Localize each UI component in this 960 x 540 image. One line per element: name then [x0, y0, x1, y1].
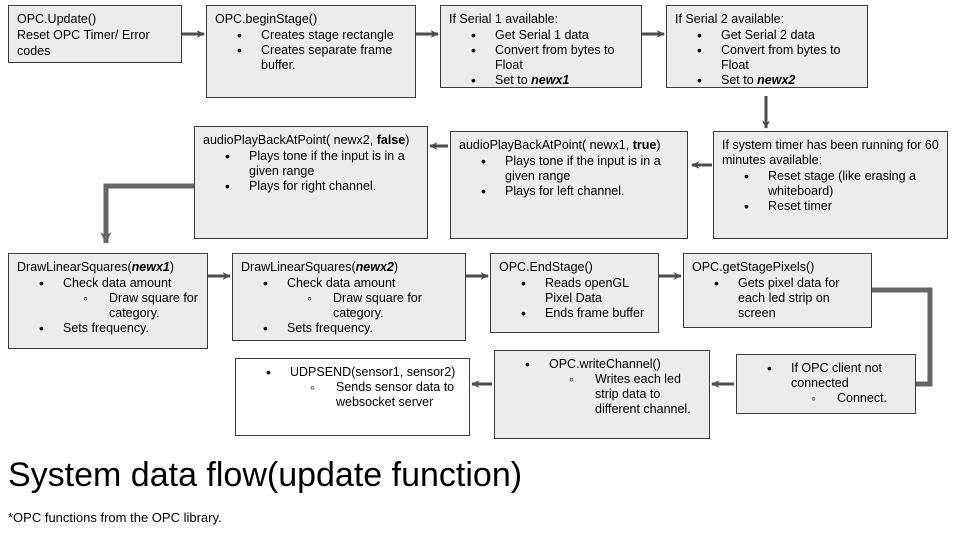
list-item: Plays tone if the input is in a given ra…: [459, 153, 680, 184]
draw1-header-post: ): [169, 260, 175, 274]
node-get-stage-pixels[interactable]: OPC.getStagePixels() Gets pixel data for…: [683, 253, 872, 328]
get-stage-pixels-bullets: Gets pixel data for each led strip on sc…: [692, 275, 864, 321]
list-item: Creates separate frame buffer.: [215, 42, 408, 73]
audio-right-bullets: Plays tone if the input is in a given ra…: [203, 148, 420, 194]
begin-stage-header: OPC.beginStage(): [215, 12, 318, 26]
opc-client-subbullets: Connect.: [791, 390, 908, 406]
list-item: Plays for left channel.: [459, 183, 680, 199]
audio-left-header-bold: true: [632, 138, 657, 152]
node-end-stage[interactable]: OPC.EndStage() Reads openGL Pixel Data E…: [490, 253, 659, 333]
draw2-header: DrawLinearSquares(newx2): [241, 260, 458, 275]
node-serial-1[interactable]: If Serial 1 available: Get Serial 1 data…: [440, 5, 642, 88]
node-opc-update[interactable]: OPC.Update() Reset OPC Timer/ Error code…: [8, 5, 182, 63]
list-item: Reset stage (like erasing a whiteboard): [722, 168, 940, 199]
node-audio-playback-right[interactable]: audioPlayBackAtPoint( newx2, false) Play…: [194, 126, 428, 239]
list-item: Ends frame buffer: [499, 305, 651, 321]
node-udpsend[interactable]: UDPSEND(sensor1, sensor2) Sends sensor d…: [235, 358, 470, 436]
serial2-emphasis: newx2: [757, 73, 796, 87]
list-item: If OPC client not connected Connect.: [745, 360, 908, 406]
node-system-timer[interactable]: If system timer has been running for 60 …: [713, 131, 948, 239]
draw2-header-post: ): [393, 260, 399, 274]
node-opc-begin-stage[interactable]: OPC.beginStage() Creates stage rectangle…: [206, 5, 416, 98]
list-item: Check data amount Draw square for catego…: [241, 275, 458, 321]
draw2-header-pre: DrawLinearSquares(: [241, 260, 356, 274]
node-draw-linear-squares-2[interactable]: DrawLinearSquares(newx2) Check data amou…: [232, 253, 466, 341]
list-item: Sets frequency.: [17, 320, 200, 336]
list-item: Draw square for category.: [287, 290, 458, 321]
udpsend-subbullets: Sends sensor data to websocket server: [290, 379, 462, 410]
write-channel-bullet: OPC.writeChannel(): [549, 357, 661, 371]
serial1-header: If Serial 1 available:: [449, 12, 559, 26]
audio-left-header-pre: audioPlayBackAtPoint( newx1,: [459, 138, 633, 152]
list-item: Gets pixel data for each led strip on sc…: [692, 275, 864, 321]
list-item: Draw square for category.: [63, 290, 200, 321]
node-opc-client-check[interactable]: If OPC client not connected Connect.: [736, 354, 916, 414]
draw1-bullets: Check data amount Draw square for catego…: [17, 275, 200, 336]
list-item: Reads openGL Pixel Data: [499, 275, 651, 306]
draw1-bullet-0: Check data amount: [63, 276, 172, 290]
audio-left-header-post: ): [656, 138, 661, 152]
list-item: Plays for right channel.: [203, 178, 420, 194]
node-draw-linear-squares-1[interactable]: DrawLinearSquares(newx1) Check data amou…: [8, 253, 208, 349]
begin-stage-bullets: Creates stage rectangle Creates separate…: [215, 27, 408, 73]
opc-update-line1: OPC.Update(): [17, 12, 97, 26]
draw1-header: DrawLinearSquares(newx1): [17, 260, 200, 275]
page-title: System data flow(update function): [8, 456, 523, 494]
list-item: Convert from bytes to Float: [675, 42, 860, 73]
elbow-audioright-to-drawsquares1: [100, 183, 195, 244]
list-item: Set to newx1: [449, 72, 634, 87]
serial2-bullets: Get Serial 2 data Convert from bytes to …: [675, 27, 860, 87]
list-item: Set to newx2: [675, 72, 860, 87]
draw1-header-pre: DrawLinearSquares(: [17, 260, 132, 274]
list-item: Get Serial 2 data: [675, 27, 860, 43]
udpsend-bullets: UDPSEND(sensor1, sensor2) Sends sensor d…: [244, 364, 462, 410]
list-item: Check data amount Draw square for catego…: [17, 275, 200, 321]
system-timer-header: If system timer has been running for 60 …: [722, 138, 939, 167]
write-channel-subbullets: Writes each led strip data to different …: [549, 371, 702, 417]
node-write-channel[interactable]: OPC.writeChannel() Writes each led strip…: [494, 350, 710, 439]
draw1-header-em: newx1: [131, 260, 170, 274]
audio-right-header-pre: audioPlayBackAtPoint( newx2,: [203, 133, 377, 147]
draw1-subbullets: Draw square for category.: [63, 290, 200, 321]
audio-right-header-bold: false: [376, 133, 406, 147]
list-item: Connect.: [791, 390, 908, 406]
draw2-bullet-0: Check data amount: [287, 276, 396, 290]
serial1-bullets: Get Serial 1 data Convert from bytes to …: [449, 27, 634, 87]
list-item: Sets frequency.: [241, 320, 458, 336]
list-item: Convert from bytes to Float: [449, 42, 634, 73]
list-item: Creates stage rectangle: [215, 27, 408, 43]
serial2-header: If Serial 2 available:: [675, 12, 785, 26]
list-item: Plays tone if the input is in a given ra…: [203, 148, 420, 179]
list-item: Reset timer: [722, 198, 940, 214]
list-item: Writes each led strip data to different …: [549, 371, 702, 417]
node-serial-2[interactable]: If Serial 2 available: Get Serial 2 data…: [666, 5, 868, 88]
list-item: Get Serial 1 data: [449, 27, 634, 43]
opc-update-line3: codes: [17, 44, 51, 58]
list-item: OPC.writeChannel() Writes each led strip…: [503, 356, 702, 417]
end-stage-header: OPC.EndStage(): [499, 260, 593, 274]
audio-left-bullets: Plays tone if the input is in a given ra…: [459, 153, 680, 199]
draw2-subbullets: Draw square for category.: [287, 290, 458, 321]
page-subtitle: *OPC functions from the OPC library.: [8, 510, 222, 525]
audio-left-header: audioPlayBackAtPoint( newx1, true): [459, 138, 680, 153]
list-item: UDPSEND(sensor1, sensor2) Sends sensor d…: [244, 364, 462, 410]
system-timer-bullets: Reset stage (like erasing a whiteboard) …: [722, 168, 940, 214]
end-stage-bullets: Reads openGL Pixel Data Ends frame buffe…: [499, 275, 651, 321]
opc-client-bullets: If OPC client not connected Connect.: [745, 360, 908, 406]
udpsend-bullet: UDPSEND(sensor1, sensor2): [290, 365, 456, 379]
opc-update-line2: Reset OPC Timer/ Error: [17, 28, 150, 42]
opc-client-bullet: If OPC client not connected: [791, 361, 883, 390]
node-audio-playback-left[interactable]: audioPlayBackAtPoint( newx1, true) Plays…: [450, 131, 688, 239]
audio-right-header-post: ): [405, 133, 410, 147]
list-item: Sends sensor data to websocket server: [290, 379, 462, 410]
write-channel-bullets: OPC.writeChannel() Writes each led strip…: [503, 356, 702, 417]
get-stage-pixels-header: OPC.getStagePixels(): [692, 260, 815, 274]
serial1-emphasis: newx1: [531, 73, 570, 87]
draw2-bullets: Check data amount Draw square for catego…: [241, 275, 458, 336]
audio-right-header: audioPlayBackAtPoint( newx2, false): [203, 133, 420, 148]
draw2-header-em: newx2: [355, 260, 394, 274]
